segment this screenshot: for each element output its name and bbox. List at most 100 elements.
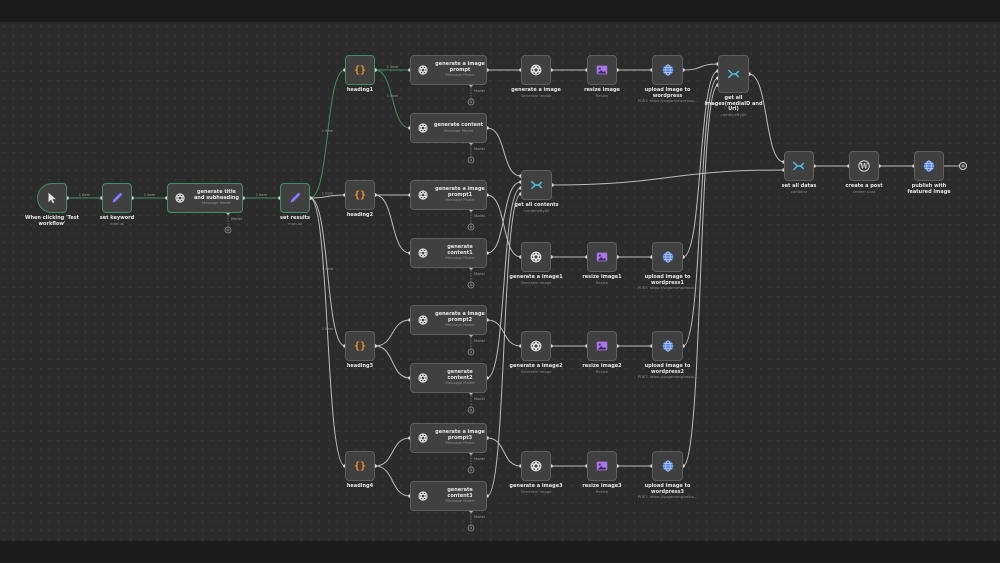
connection-edge[interactable] [374, 194, 411, 254]
connection-edge[interactable] [309, 197, 346, 467]
connection-edge[interactable] [748, 73, 785, 163]
node-title: heading3 [346, 363, 374, 369]
connection-edge[interactable] [682, 77, 719, 347]
node-title: generate content1 [447, 244, 473, 256]
model-connector[interactable]: Model [224, 210, 242, 234]
node-title: generate a image2 [509, 363, 563, 369]
connection-edge[interactable] [682, 63, 719, 71]
connection-edge[interactable] [374, 319, 411, 347]
connection-edge[interactable] [682, 70, 719, 258]
node-subtitle: Resize [595, 368, 609, 374]
node-set-all-datas[interactable] [784, 151, 814, 181]
openai-icon [417, 432, 429, 444]
connection-edge[interactable] [374, 69, 411, 129]
node-title: get all contents [514, 202, 559, 208]
model-connector[interactable]: Model [467, 332, 485, 356]
node-gi1[interactable] [521, 242, 551, 272]
node-get-all-images[interactable] [718, 55, 749, 93]
node-up1[interactable] [652, 242, 683, 272]
connection-edge[interactable] [374, 437, 411, 467]
node-title: heading2 [346, 212, 374, 218]
node-publish[interactable] [914, 151, 944, 181]
connection-edge[interactable] [486, 181, 522, 254]
connection-edge[interactable] [551, 169, 785, 186]
connection-edge[interactable] [486, 194, 522, 258]
merge-icon [792, 159, 806, 173]
wordpress-icon: W [857, 159, 871, 173]
node-heading3[interactable]: {} [345, 331, 375, 361]
connection-edge[interactable] [486, 127, 522, 177]
model-label: Model [474, 515, 485, 519]
model-connector[interactable]: Model [467, 390, 485, 414]
openai-icon [417, 314, 429, 326]
connection-edge[interactable] [374, 345, 411, 379]
pencil-icon [110, 191, 124, 205]
model-connector[interactable]: Model [467, 265, 485, 289]
pencil-icon [288, 191, 302, 205]
node-ri1[interactable] [587, 242, 617, 272]
model-connector[interactable]: Model [467, 450, 485, 474]
node-ri2[interactable] [587, 331, 617, 361]
node-ri3[interactable] [587, 451, 617, 481]
node-subtitle: Message Model [445, 380, 475, 386]
connection-edge[interactable] [309, 69, 346, 199]
node-title: generate a image prompt1 [435, 186, 485, 198]
node-gi2[interactable] [521, 331, 551, 361]
node-title: resize image2 [582, 363, 622, 369]
node-subtitle: Generate Image [520, 368, 552, 374]
node-up3[interactable] [652, 451, 683, 481]
connection-edge[interactable] [486, 193, 522, 497]
workflow-canvas[interactable] [0, 22, 1000, 541]
node-up2[interactable] [652, 331, 683, 361]
openai-icon [174, 192, 186, 204]
node-heading1[interactable]: {} [345, 55, 375, 85]
connection-edge[interactable] [682, 84, 719, 467]
node-title: generate content3 [447, 487, 473, 499]
node-set-keyword[interactable] [102, 183, 132, 213]
node-gi3[interactable] [521, 451, 551, 481]
node-subtitle: combine [790, 188, 808, 194]
connection-edge[interactable] [309, 194, 346, 199]
node-heading2[interactable]: {} [345, 180, 375, 210]
node-up[interactable] [652, 55, 683, 85]
workflow-end-handle[interactable] [959, 162, 967, 170]
node-subtitle: Resize [595, 488, 609, 494]
connection-edge[interactable] [374, 465, 411, 497]
connection-edge[interactable] [309, 197, 346, 347]
node-title: generate title and subheading [193, 189, 240, 201]
edge-item-count: 1 item [387, 65, 399, 69]
node-create-post[interactable]: W [849, 151, 879, 181]
connection-edge[interactable] [486, 319, 522, 347]
node-set-results[interactable] [280, 183, 310, 213]
model-connector[interactable]: Model [467, 207, 485, 231]
openai-icon [529, 339, 543, 353]
connection-edge[interactable] [486, 437, 522, 467]
node-heading4[interactable]: {} [345, 451, 375, 481]
model-connector[interactable]: Model [467, 508, 485, 532]
node-get-all-contents[interactable] [521, 170, 552, 200]
edge-item-count: 1 item [79, 193, 91, 197]
openai-icon [529, 63, 543, 77]
connection-edge[interactable] [486, 187, 522, 379]
model-connector[interactable]: Model [467, 140, 485, 164]
node-gi[interactable] [521, 55, 551, 85]
openai-icon [529, 459, 543, 473]
node-label: publish with featured image [899, 183, 959, 195]
node-trigger[interactable] [37, 183, 67, 213]
node-ri[interactable] [587, 55, 617, 85]
model-connector[interactable]: Model [467, 82, 485, 106]
node-title: generate a image [511, 87, 561, 93]
node-subtitle: Message Model [445, 197, 475, 203]
